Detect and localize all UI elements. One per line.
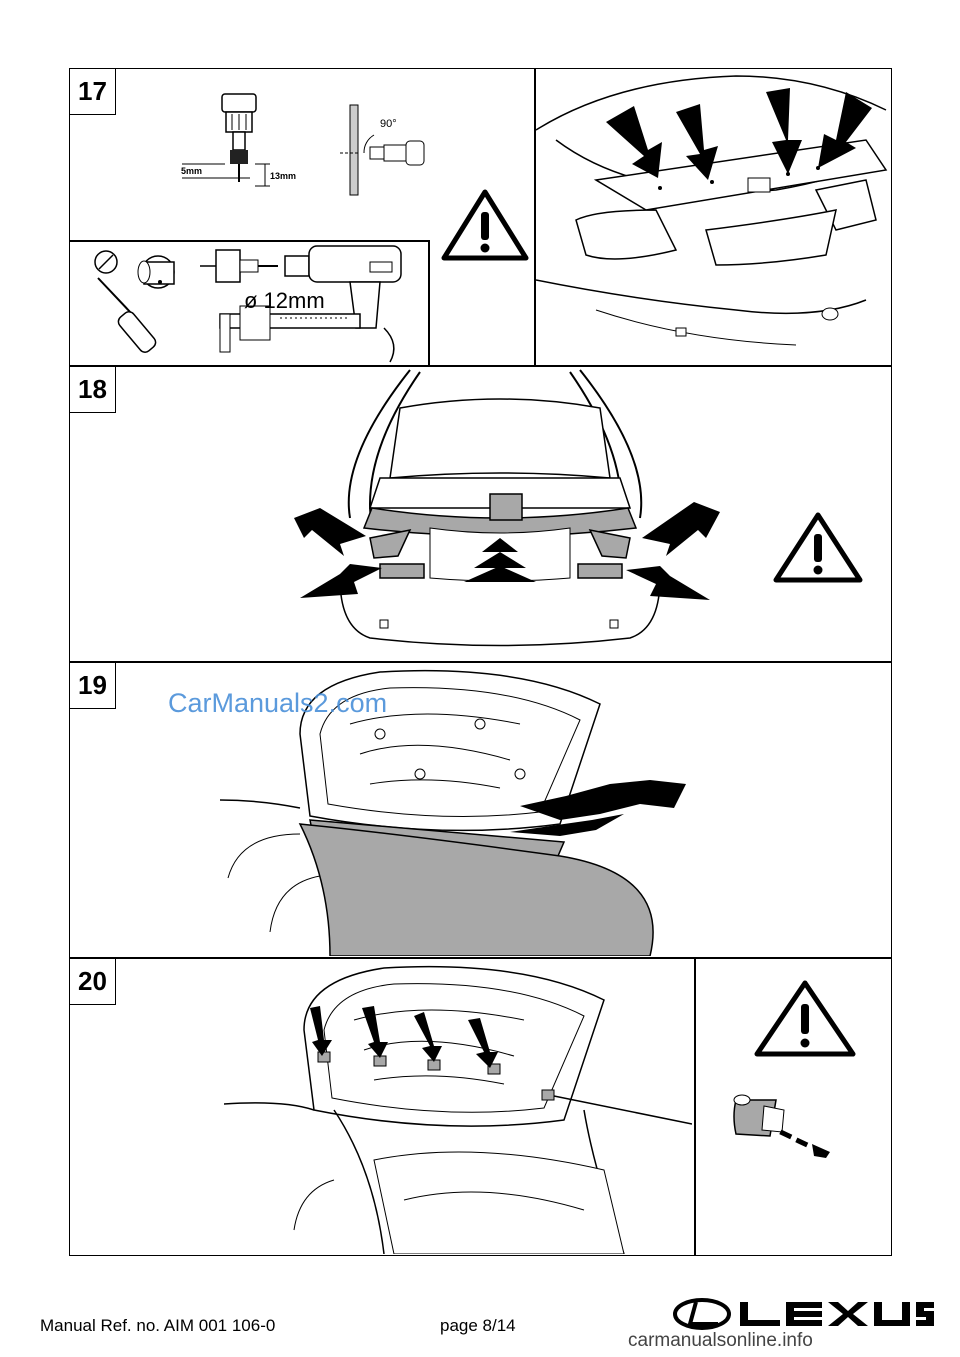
dimension-5mm: 5mm [181, 166, 203, 176]
trunk-lid-panel-illustration [220, 669, 686, 956]
source-site: carmanualsonline.info [628, 1330, 813, 1351]
angle-label: 90° [380, 118, 397, 130]
trunk-lid-clips-illustration [224, 965, 692, 1254]
clip-removal-icon [733, 1094, 830, 1158]
watermark: CarManuals2.com [168, 688, 388, 718]
car-rear-trunk-illustration [536, 75, 888, 346]
warning-icon [441, 189, 529, 261]
divider [694, 957, 696, 1256]
lexus-logo [673, 1298, 934, 1330]
divider [69, 957, 892, 959]
divider [428, 240, 430, 366]
drill-size-label: ø 12mm [244, 288, 325, 313]
step-number-19: 19 [70, 663, 116, 709]
drill-bit-diagram [182, 93, 270, 187]
divider [69, 661, 892, 663]
warning-icon [754, 980, 856, 1057]
divider [534, 68, 536, 366]
divider [69, 240, 429, 242]
drill-angle-diagram [340, 104, 425, 196]
car-rear-lights-illustration [294, 369, 720, 647]
tools-illustration [94, 245, 402, 363]
divider [69, 365, 892, 367]
manual-reference: Manual Ref. no. AIM 001 106-0 [40, 1316, 276, 1335]
dimension-13mm: 13mm [270, 171, 297, 181]
step-number-20: 20 [70, 959, 116, 1005]
warning-icon [773, 512, 863, 583]
page-number: page 8/14 [440, 1316, 516, 1335]
step-number-17: 17 [70, 69, 116, 115]
step-number-18: 18 [70, 367, 116, 413]
